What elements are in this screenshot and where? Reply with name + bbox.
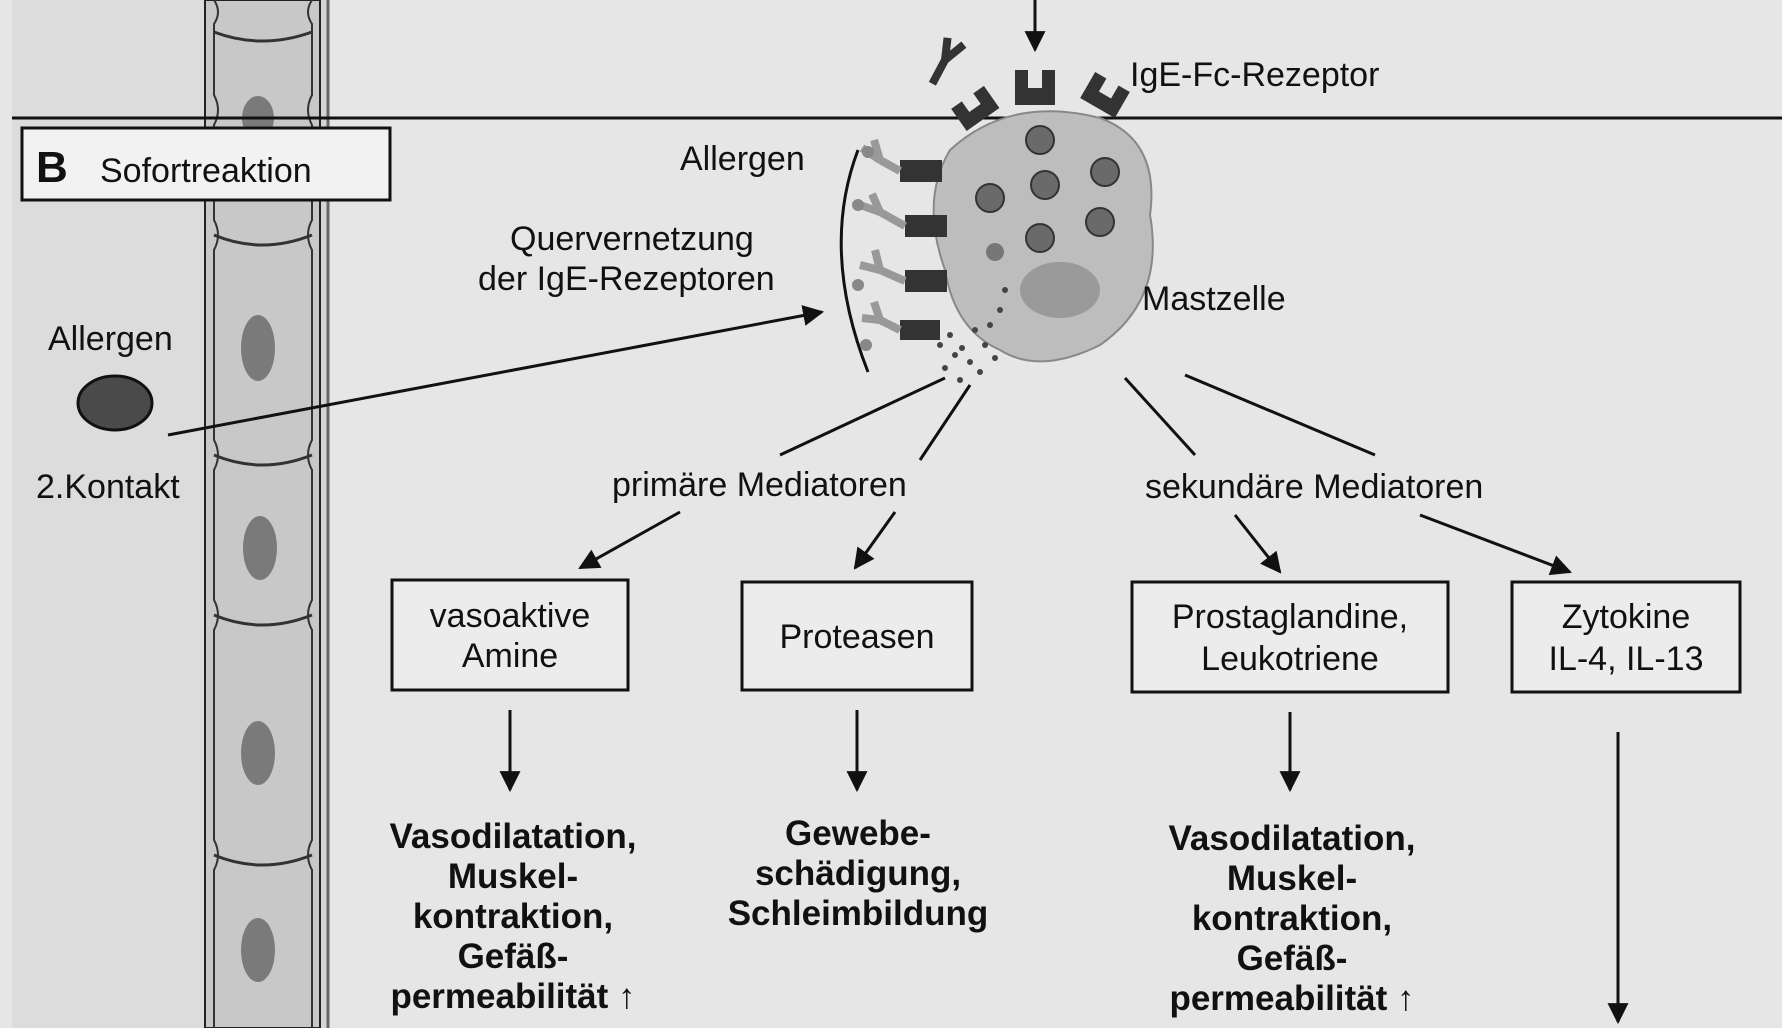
granule	[1026, 224, 1054, 252]
effect-line: Vasodilatation,	[1169, 819, 1416, 858]
second-contact-label: 2.Kontakt	[36, 468, 180, 506]
box-line2: IL-4, IL-13	[1549, 640, 1704, 678]
crosslink-label-line2: der IgE-Rezeptoren	[478, 260, 775, 298]
effect-line: Muskel-	[448, 857, 578, 896]
box-line2: Leukotriene	[1201, 640, 1379, 678]
panel-label: B Sofortreaktion	[22, 128, 390, 200]
effect-line: permeabilität ↑	[1169, 979, 1414, 1018]
primary-mediators-label: primäre Mediatoren	[612, 466, 907, 504]
effect-line: kontraktion,	[413, 897, 613, 936]
effect-line: Vasodilatation,	[390, 817, 637, 856]
box-proteases: Proteasen	[742, 582, 972, 690]
effect-line: Gewebe-	[785, 814, 931, 853]
box-cytokines: Zytokine IL-4, IL-13	[1512, 582, 1740, 692]
box-prostaglandins-leukotrienes: Prostaglandine, Leukotriene	[1132, 582, 1448, 692]
effect-line: permeabilität ↑	[390, 977, 635, 1016]
box-line1: Prostaglandine,	[1172, 598, 1408, 636]
ige-fc-receptor-label: IgE-Fc-Rezeptor	[1130, 56, 1379, 94]
granule	[1086, 208, 1114, 236]
granule	[1031, 171, 1059, 199]
endothelial-nucleus	[241, 918, 275, 982]
panel-letter: B	[36, 143, 68, 192]
mast-cell-label: Mastzelle	[1142, 280, 1286, 318]
allergen-cell-label: Allergen	[680, 140, 805, 178]
effect-line: Schleimbildung	[728, 894, 989, 933]
granule	[1091, 158, 1119, 186]
granule	[1026, 126, 1054, 154]
effect-line: Muskel-	[1227, 859, 1357, 898]
allergen-particle	[78, 376, 152, 430]
panel-title: Sofortreaktion	[100, 152, 312, 190]
mast-cell-nucleus	[1020, 262, 1100, 318]
effect-line: kontraktion,	[1192, 899, 1392, 938]
endothelial-nucleus	[241, 315, 275, 381]
box-vasoactive-amines: vasoaktive Amine	[392, 580, 628, 690]
granule	[986, 243, 1004, 261]
effect-amines: Vasodilatation, Muskel- kontraktion, Gef…	[390, 817, 637, 1016]
box-line1: Zytokine	[1562, 598, 1691, 636]
effect-line: Gefäß-	[458, 937, 569, 976]
allergen-left-label: Allergen	[48, 320, 173, 358]
crosslink-label-line1: Quervernetzung	[510, 220, 754, 258]
effect-prostaglandins: Vasodilatation, Muskel- kontraktion, Gef…	[1169, 819, 1416, 1018]
granule	[976, 184, 1004, 212]
endothelial-nucleus	[241, 721, 275, 785]
effect-line: Gefäß-	[1237, 939, 1348, 978]
box-line1: vasoaktive	[430, 597, 591, 635]
endothelial-nucleus	[243, 516, 277, 580]
effect-line: schädigung,	[755, 854, 961, 893]
secondary-mediators-label: sekundäre Mediatoren	[1145, 468, 1483, 506]
box-line1: Proteasen	[780, 618, 935, 656]
box-line2: Amine	[462, 637, 558, 675]
